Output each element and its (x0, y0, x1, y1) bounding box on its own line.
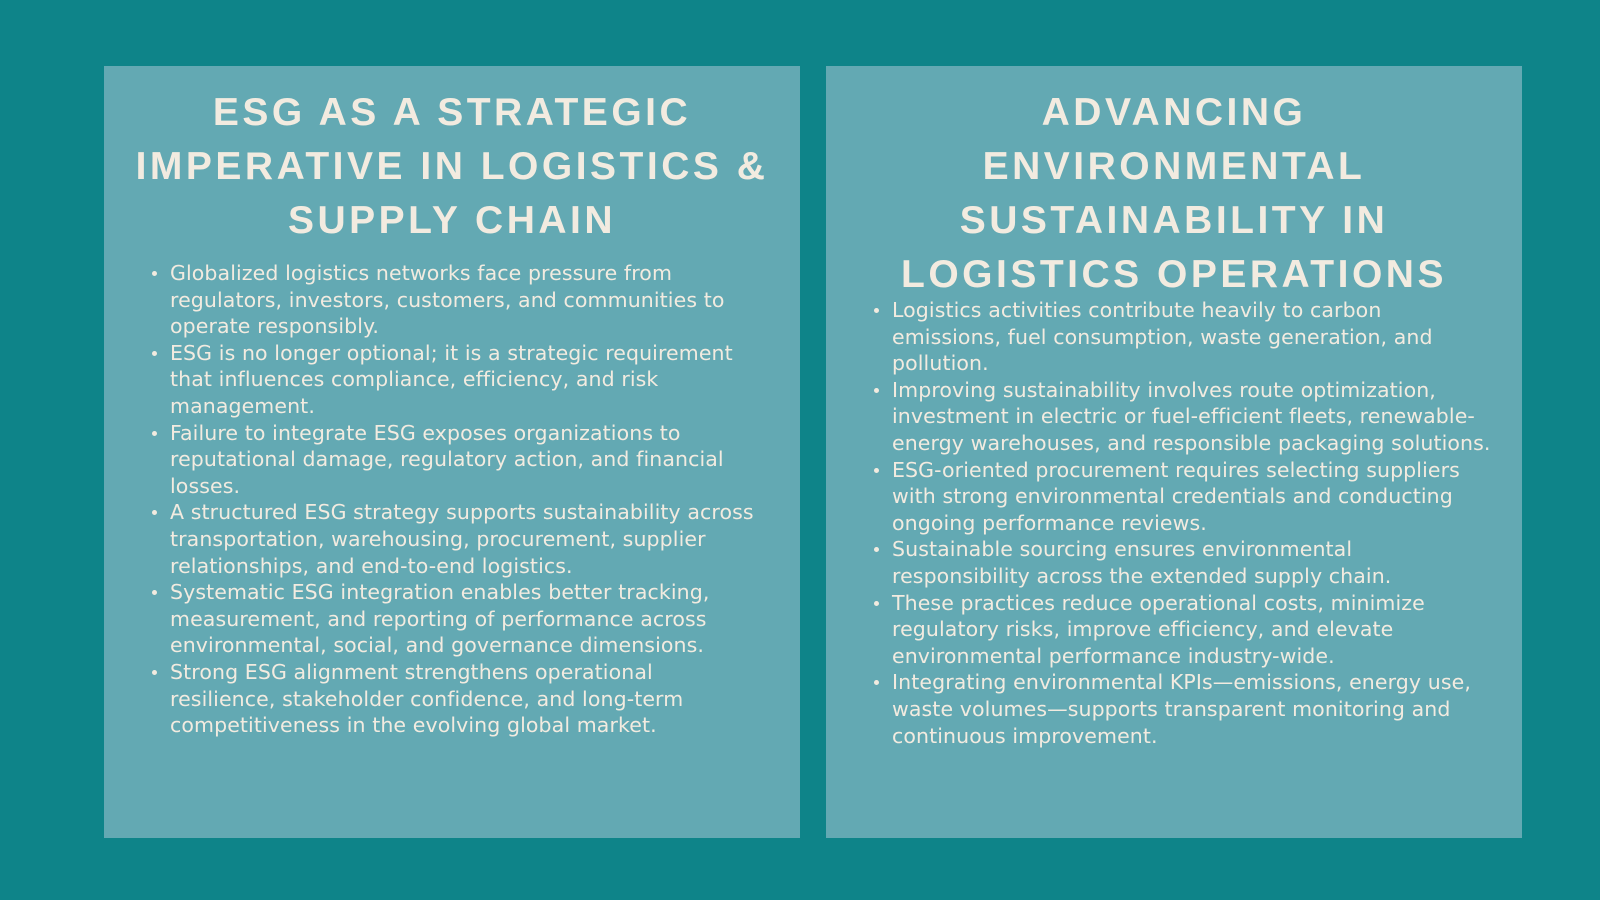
bullet-text: Globalized logistics networks face press… (170, 261, 725, 339)
bullet-icon (152, 669, 157, 675)
bullet-text: Integrating environmental KPIs—emissions… (892, 670, 1471, 748)
bullet-item: Globalized logistics networks face press… (152, 260, 760, 340)
bullet-item: Failure to integrate ESG exposes organiz… (152, 420, 760, 500)
bullet-list: Globalized logistics networks face press… (104, 250, 800, 739)
bullet-item: A structured ESG strategy supports susta… (152, 499, 760, 579)
panel-title: ESG as a Strategic Imperative in Logisti… (135, 91, 769, 242)
bullet-icon (874, 308, 879, 313)
environmental-sustainability-panel: Advancing Environmental Sustainability i… (826, 66, 1522, 838)
bullet-text: Improving sustainability involves route … (892, 377, 1491, 455)
bullet-icon (152, 430, 157, 436)
esg-strategic-imperative-panel: ESG as a Strategic Imperative in Logisti… (104, 66, 800, 838)
bullet-text: ESG-oriented procurement requires select… (892, 457, 1460, 535)
bullet-text: Strong ESG alignment strengthens operati… (170, 659, 684, 738)
bullet-icon (152, 271, 157, 276)
bullet-item: Logistics activities contribute heavily … (874, 297, 1494, 377)
bullet-icon (874, 547, 879, 553)
bullet-text: Sustainable sourcing ensures environment… (892, 537, 1392, 588)
bullet-item: ESG-oriented procurement requires select… (874, 457, 1494, 537)
bullet-item: Sustainable sourcing ensures environment… (874, 536, 1494, 589)
bullet-icon (874, 387, 879, 393)
bullet-icon (874, 467, 879, 473)
bullet-text: Logistics activities contribute heavily … (892, 298, 1433, 376)
bullet-icon (874, 680, 879, 686)
bullet-item: Integrating environmental KPIs—emissions… (874, 669, 1494, 749)
bullet-item: These practices reduce operational costs… (874, 590, 1494, 670)
bullet-item: ESG is no longer optional; it is a strat… (152, 340, 760, 420)
bullet-item: Systematic ESG integration enables bette… (152, 579, 760, 659)
bullet-icon (152, 350, 157, 356)
bullet-icon (152, 590, 157, 596)
bullet-text: These practices reduce operational costs… (892, 590, 1425, 668)
bullet-text: Systematic ESG integration enables bette… (170, 580, 710, 658)
bullet-text: ESG is no longer optional; it is a strat… (170, 340, 733, 418)
bullet-list: Logistics activities contribute heavily … (826, 297, 1522, 749)
bullet-icon (152, 510, 157, 516)
bullet-item: Strong ESG alignment strengthens operati… (152, 659, 760, 739)
bullet-text: Failure to integrate ESG exposes organiz… (170, 420, 724, 498)
bullet-icon (874, 600, 879, 606)
panel-title: Advancing Environmental Sustainability i… (901, 91, 1447, 296)
bullet-item: Improving sustainability involves route … (874, 377, 1494, 457)
bullet-text: A structured ESG strategy supports susta… (170, 500, 754, 578)
